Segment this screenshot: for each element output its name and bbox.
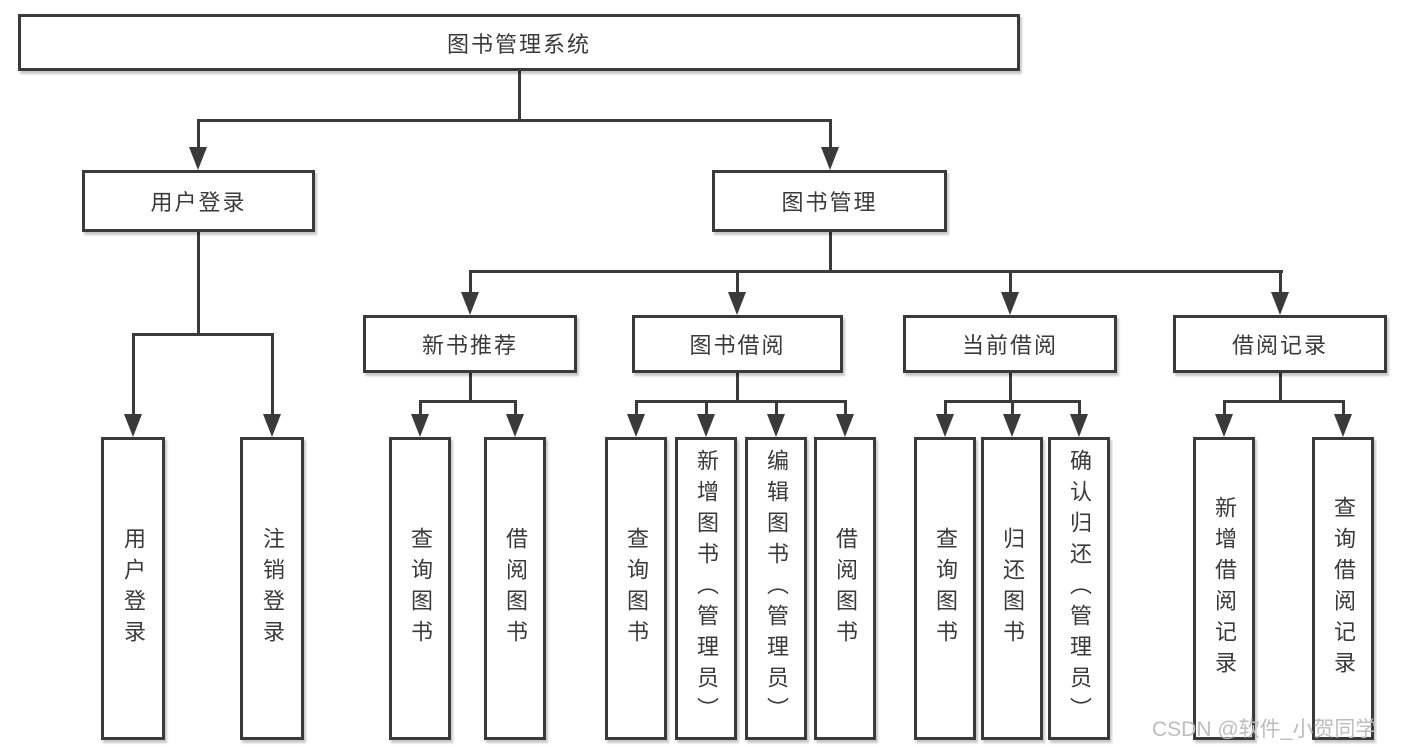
arrow-into-leaf-logout xyxy=(263,414,281,437)
leaf-logout: 注销登录 xyxy=(240,437,304,740)
arrow-into-borrow-records xyxy=(1271,292,1289,315)
arrow-into-leaf-confirm-return xyxy=(1070,414,1088,437)
arrow-into-new-book-recommend xyxy=(461,292,479,315)
connector-to-leaf-return-books xyxy=(1011,400,1014,415)
connector-user-login-stub xyxy=(197,232,200,336)
node-label: 查询借阅记录 xyxy=(1331,495,1356,682)
connector-new-book-hline xyxy=(419,400,517,403)
node-label: 借阅图书 xyxy=(503,526,528,651)
connector-to-leaf-edit-books xyxy=(775,400,778,415)
connector-to-user-login xyxy=(197,119,200,148)
node-label: 用户登录 xyxy=(150,190,247,215)
connector-to-leaf-user-login xyxy=(132,333,135,415)
arrow-into-current-borrow xyxy=(1001,292,1019,315)
leaf-query-borrow-record: 查询借阅记录 xyxy=(1312,437,1374,740)
connector-to-leaf-add-record xyxy=(1223,400,1226,415)
node-label: 查询图书 xyxy=(933,526,958,651)
connector-to-leaf-query-books-3 xyxy=(944,400,947,415)
node-new-book-recommend: 新书推荐 xyxy=(363,315,577,373)
connector-user-login-hline xyxy=(132,333,274,336)
connector-to-borrow-records xyxy=(1279,270,1282,293)
node-label: 用户登录 xyxy=(121,526,146,651)
node-label: 借阅图书 xyxy=(833,526,858,651)
node-label: 借阅记录 xyxy=(1231,333,1328,358)
arrow-into-leaf-query-books-3 xyxy=(936,414,954,437)
arrow-into-user-login xyxy=(189,147,207,170)
node-label: 图书管理系统 xyxy=(446,31,591,57)
arrow-into-leaf-query-books-2 xyxy=(627,414,645,437)
connector-to-leaf-query-books-1 xyxy=(419,400,422,415)
arrow-into-leaf-add-books xyxy=(697,414,715,437)
node-label: 查询图书 xyxy=(624,526,649,651)
node-label: 归还图书 xyxy=(1000,526,1025,651)
connector-to-leaf-add-books xyxy=(705,400,708,415)
connector-book-borrow-hline xyxy=(635,400,847,403)
node-book-borrow: 图书借阅 xyxy=(632,315,843,373)
arrow-into-leaf-query-record xyxy=(1334,414,1352,437)
node-label: 新增借阅记录 xyxy=(1212,495,1237,682)
node-label: 当前借阅 xyxy=(961,333,1058,358)
connector-root-stub xyxy=(518,71,521,119)
leaf-confirm-return-admin: 确认归还（管理员） xyxy=(1048,437,1110,740)
connector-to-leaf-borrow-books-2 xyxy=(844,400,847,415)
leaf-query-books-borrow: 查询图书 xyxy=(605,437,667,740)
connector-book-mgmt-stub xyxy=(829,232,832,273)
arrow-into-leaf-borrow-books-2 xyxy=(836,414,854,437)
leaf-query-books-current: 查询图书 xyxy=(914,437,976,740)
connector-borrow-records-hline xyxy=(1223,400,1345,403)
node-library-management-system: 图书管理系统 xyxy=(18,14,1020,71)
arrow-into-book-management xyxy=(821,147,839,170)
node-label: 新增图书（管理员） xyxy=(694,449,719,728)
node-label: 查询图书 xyxy=(408,526,433,651)
leaf-query-books-recommend: 查询图书 xyxy=(389,437,451,740)
node-user-login-group: 用户登录 xyxy=(82,170,315,232)
leaf-add-books-admin: 新增图书（管理员） xyxy=(675,437,737,740)
connector-to-new-book-recommend xyxy=(469,270,472,293)
arrow-into-leaf-user-login xyxy=(124,414,142,437)
connector-to-book-management xyxy=(829,119,832,148)
connector-to-current-borrow xyxy=(1009,270,1012,293)
arrow-into-leaf-borrow-books-1 xyxy=(506,414,524,437)
connector-to-leaf-confirm-return xyxy=(1078,400,1081,415)
connector-book-borrow-stub xyxy=(736,373,739,403)
leaf-borrow-books-recommend: 借阅图书 xyxy=(484,437,546,740)
node-label: 图书管理 xyxy=(781,190,878,215)
node-label: 图书借阅 xyxy=(689,333,786,358)
node-book-management: 图书管理 xyxy=(712,170,947,232)
connector-new-book-stub xyxy=(469,373,472,403)
connector-to-book-borrow xyxy=(736,270,739,293)
connector-to-leaf-query-books-2 xyxy=(635,400,638,415)
node-label: 编辑图书（管理员） xyxy=(764,449,789,728)
node-label: 确认归还（管理员） xyxy=(1067,449,1092,728)
leaf-user-login: 用户登录 xyxy=(101,437,165,740)
leaf-add-borrow-record: 新增借阅记录 xyxy=(1193,437,1255,740)
arrow-into-book-borrow xyxy=(728,292,746,315)
connector-to-leaf-logout xyxy=(271,333,274,415)
watermark: CSDN @软件_小贺同学 xyxy=(1152,718,1377,741)
connector-current-borrow-stub xyxy=(1009,373,1012,403)
connector-borrow-records-stub xyxy=(1279,373,1282,403)
node-label: 新书推荐 xyxy=(421,333,518,358)
arrow-into-leaf-query-books-1 xyxy=(411,414,429,437)
leaf-edit-books-admin: 编辑图书（管理员） xyxy=(745,437,807,740)
connector-to-leaf-borrow-books-1 xyxy=(514,400,517,415)
arrow-into-leaf-edit-books xyxy=(767,414,785,437)
leaf-return-books: 归还图书 xyxy=(981,437,1043,740)
connector-root-hline xyxy=(197,119,832,122)
arrow-into-leaf-add-record xyxy=(1215,414,1233,437)
node-label: 注销登录 xyxy=(260,526,285,651)
connector-to-leaf-query-record xyxy=(1342,400,1345,415)
node-borrow-records: 借阅记录 xyxy=(1173,315,1387,373)
connector-book-mgmt-hline xyxy=(469,270,1283,273)
arrow-into-leaf-return-books xyxy=(1003,414,1021,437)
leaf-borrow-books: 借阅图书 xyxy=(814,437,876,740)
node-current-borrow: 当前借阅 xyxy=(903,315,1117,373)
